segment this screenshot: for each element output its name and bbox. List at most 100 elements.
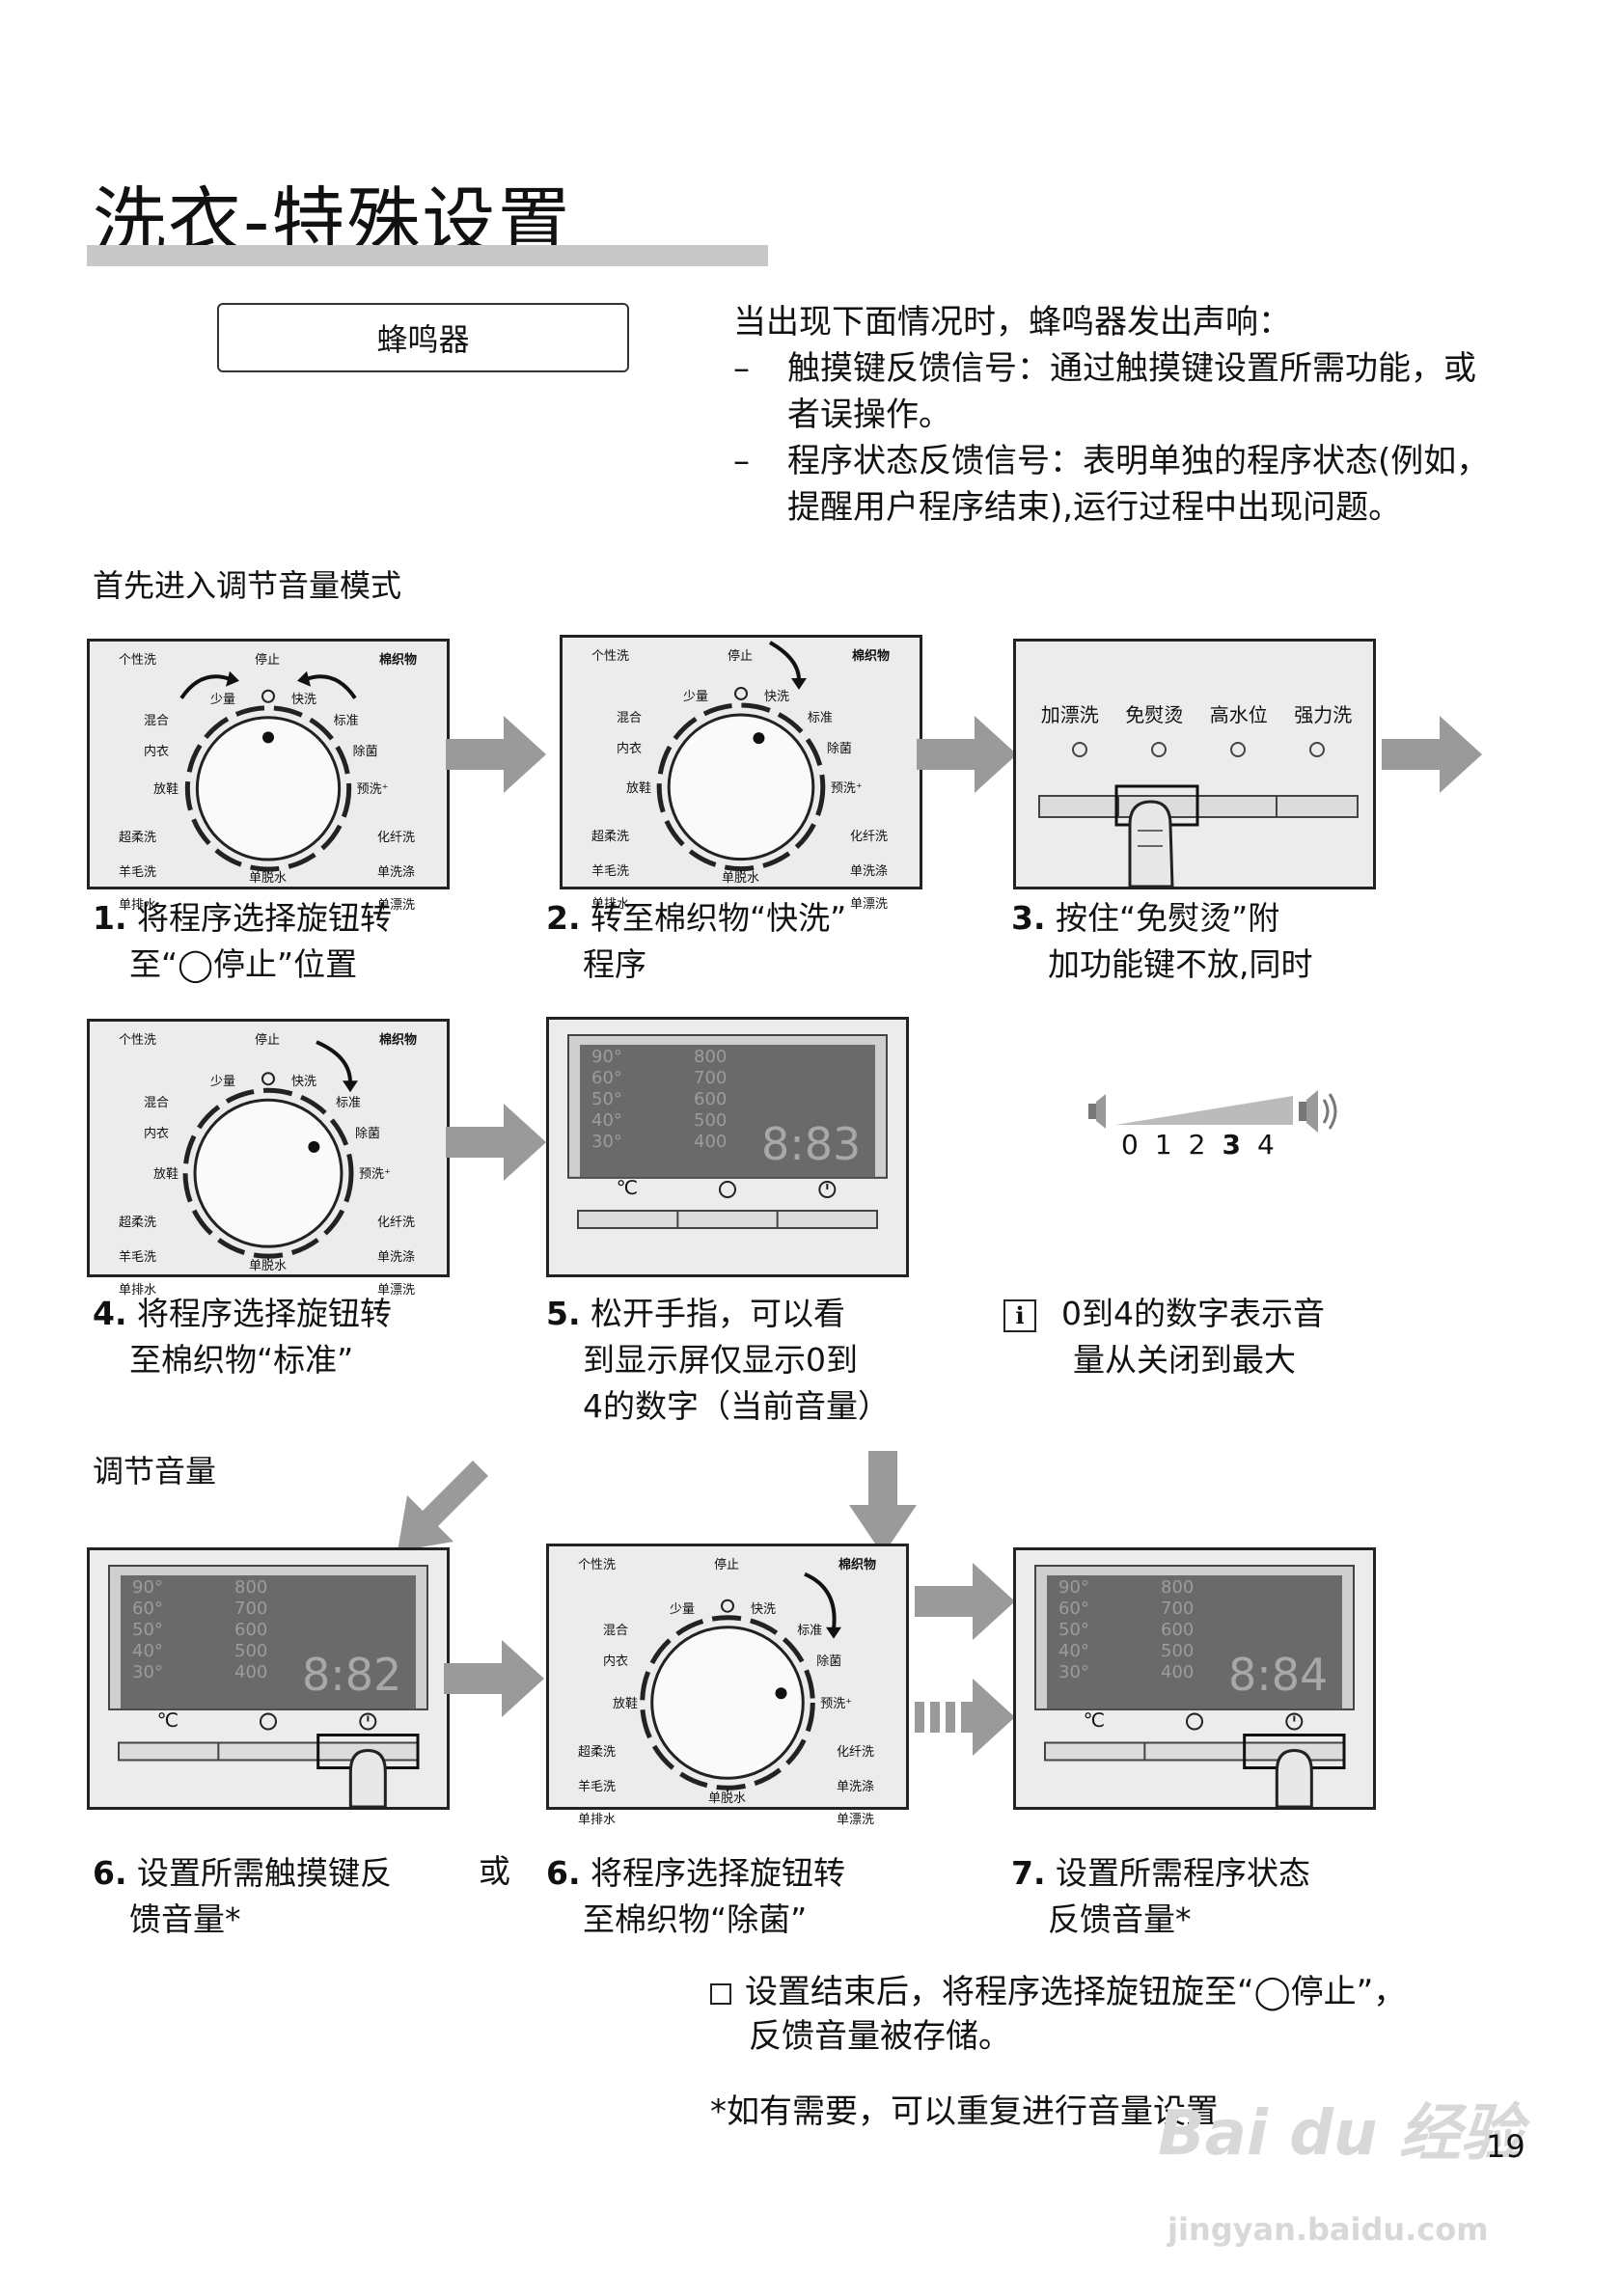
dial-label: 单脱水: [249, 871, 288, 886]
beeper-label: 蜂鸣器: [376, 321, 470, 358]
lcd-temp-value: 50°: [1058, 1620, 1089, 1640]
lcd-spin-value: 400: [1161, 1662, 1195, 1682]
dial-label: 羊毛洗: [591, 863, 630, 879]
step-4-line1: 将程序选择旋钮转: [137, 1295, 392, 1332]
step-4-line2: 至棉织物“标准”: [129, 1341, 354, 1379]
dial-label: 单排水: [119, 1283, 157, 1298]
dial-label: 单漂洗: [850, 896, 889, 912]
step-number: 4.: [93, 1295, 127, 1332]
option-key-label: 加漂洗: [1040, 703, 1099, 726]
dial-label: 快洗: [764, 689, 790, 704]
dial-label: 快洗: [291, 1075, 317, 1090]
step-1-line1: 将程序选择旋钮转: [137, 899, 392, 937]
final-note-line1: 设置结束后，将程序选择旋钮旋至“◯停止”，: [745, 1973, 1407, 2011]
option-keys-graphic: [1016, 642, 1373, 887]
dial-label: 预洗⁺: [356, 782, 389, 798]
volume-level: 1: [1154, 1129, 1172, 1161]
dial-label: 超柔洗: [591, 829, 630, 844]
step-5-line2: 到显示屏仅显示0到: [583, 1341, 858, 1379]
lcd-temp-value: 90°: [591, 1047, 622, 1067]
dial-label: 单洗涤: [837, 1780, 875, 1794]
lcd-spin-value: 500: [1161, 1641, 1195, 1661]
dial-label: 个性洗: [578, 1558, 617, 1572]
dial-label: 内衣: [144, 1127, 170, 1142]
down-arrow-icon: [849, 1451, 917, 1555]
dial-label: 单排水: [591, 896, 630, 912]
temperature-key-label: ℃: [156, 1708, 179, 1732]
down-left-arrow-icon: [398, 1461, 488, 1551]
dial-label: 单排水: [578, 1813, 617, 1827]
lcd-spin-value: 700: [234, 1599, 268, 1619]
lcd-display-graphic: [1016, 1550, 1373, 1807]
dial-label: 个性洗: [119, 653, 157, 668]
dial-panel-step2: 个性洗停止棉织物少量混合内衣放鞋超柔洗羊毛洗单排水单脱水快洗标准除菌预洗⁺化纤洗…: [560, 635, 922, 912]
volume-level: 0: [1121, 1129, 1139, 1161]
lcd-spin-value: 500: [234, 1641, 268, 1661]
step-2-line2: 程序: [583, 945, 646, 983]
dial-label: 羊毛洗: [119, 1250, 157, 1266]
dial-label: 混合: [144, 1096, 170, 1111]
dial-label: 标准: [335, 1096, 361, 1111]
beeper-intro-text: 当出现下面情况时，蜂鸣器发出声响：: [733, 303, 1291, 342]
lcd-spin-value: 700: [1161, 1599, 1195, 1619]
dial-label: 内衣: [144, 744, 170, 759]
step-6a-caption: 6. 设置所需触摸键反 馈音量*: [93, 1850, 392, 1943]
step-number: 6.: [93, 1854, 127, 1892]
lcd-spin-value: 600: [694, 1089, 728, 1109]
dial-label: 棉织物: [379, 653, 418, 668]
right-arrow-icon: [915, 1563, 1015, 1640]
dial-label: 内衣: [617, 741, 643, 756]
volume-levels: 0 1 2 3 4: [1121, 1129, 1275, 1161]
lcd-digit-readout: 8:84: [1228, 1649, 1329, 1702]
dial-label: 棉织物: [379, 1033, 418, 1048]
dial-label: 预洗⁺: [358, 1167, 391, 1183]
step-number: 7.: [1011, 1854, 1046, 1892]
lcd-temp-value: 50°: [132, 1620, 163, 1640]
step-3-line2: 加功能键不放,同时: [1048, 945, 1313, 983]
temperature-key-label: ℃: [616, 1176, 639, 1199]
or-label: 或: [479, 1852, 510, 1890]
dial-label: 化纤洗: [377, 831, 416, 846]
beeper-item-2-line1: 程序状态反馈信号：表明单独的程序状态(例如，: [787, 442, 1490, 480]
lcd-spin-value: 800: [234, 1577, 268, 1598]
lcd-temp-value: 40°: [1058, 1641, 1089, 1661]
dial-label: 除菌: [352, 744, 378, 759]
dial-label: 单漂洗: [377, 1283, 416, 1298]
dial-label: 少量: [210, 692, 236, 707]
dial-label: 单洗涤: [377, 865, 416, 881]
right-arrow-icon: [917, 716, 1017, 793]
lcd-temp-value: 40°: [591, 1110, 622, 1131]
program-dial-graphic: [90, 642, 447, 887]
option-keys-panel: 加漂洗 免熨烫 高水位 强力洗: [1013, 639, 1376, 889]
dial-label: 化纤洗: [850, 829, 889, 844]
program-dial-graphic: [90, 1022, 447, 1274]
dial-panel-step1: 个性洗停止棉织物少量混合内衣放鞋超柔洗羊毛洗单排水单脱水快洗标准除菌预洗⁺化纤洗…: [87, 639, 450, 913]
lcd-digit-readout: 8:83: [761, 1117, 862, 1170]
lcd-spin-value: 600: [1161, 1620, 1195, 1640]
beeper-intro: 当出现下面情况时，蜂鸣器发出声响： – 触摸键反馈信号：通过触摸键设置所需功能，…: [733, 299, 1544, 531]
dial-label: 化纤洗: [837, 1745, 875, 1760]
step-6a-line2: 馈音量*: [129, 1900, 241, 1938]
dial-label: 标准: [807, 710, 833, 725]
step-7-caption: 7. 设置所需程序状态 反馈音量*: [1011, 1850, 1310, 1943]
dial-label: 超柔洗: [578, 1745, 617, 1760]
dial-label: 标准: [797, 1623, 823, 1638]
option-key-labels: 加漂洗 免熨烫 高水位 强力洗: [1028, 699, 1365, 727]
step-6b-line1: 将程序选择旋钮转: [591, 1854, 845, 1892]
right-arrow-icon: [444, 1640, 544, 1717]
dial-label: 标准: [333, 713, 359, 728]
step-1-caption: 1. 将程序选择旋钮转 至“◯停止”位置: [93, 895, 392, 988]
dial-label: 超柔洗: [119, 1216, 157, 1231]
beeper-item-2-line2: 提醒用户程序结束),运行过程中出现问题。: [787, 488, 1402, 527]
option-key-label: 强力洗: [1294, 703, 1353, 726]
dial-label: 单脱水: [249, 1259, 288, 1273]
dial-label: 除菌: [354, 1127, 380, 1142]
dial-label: 单漂洗: [837, 1813, 875, 1827]
dial-label: 停止: [255, 653, 281, 668]
step-2-caption: 2. 转至棉织物“快洗” 程序: [546, 895, 846, 988]
step-6b-caption: 6. 将程序选择旋钮转 至棉织物“除菌”: [546, 1850, 845, 1943]
dial-label: 放鞋: [613, 1697, 639, 1711]
